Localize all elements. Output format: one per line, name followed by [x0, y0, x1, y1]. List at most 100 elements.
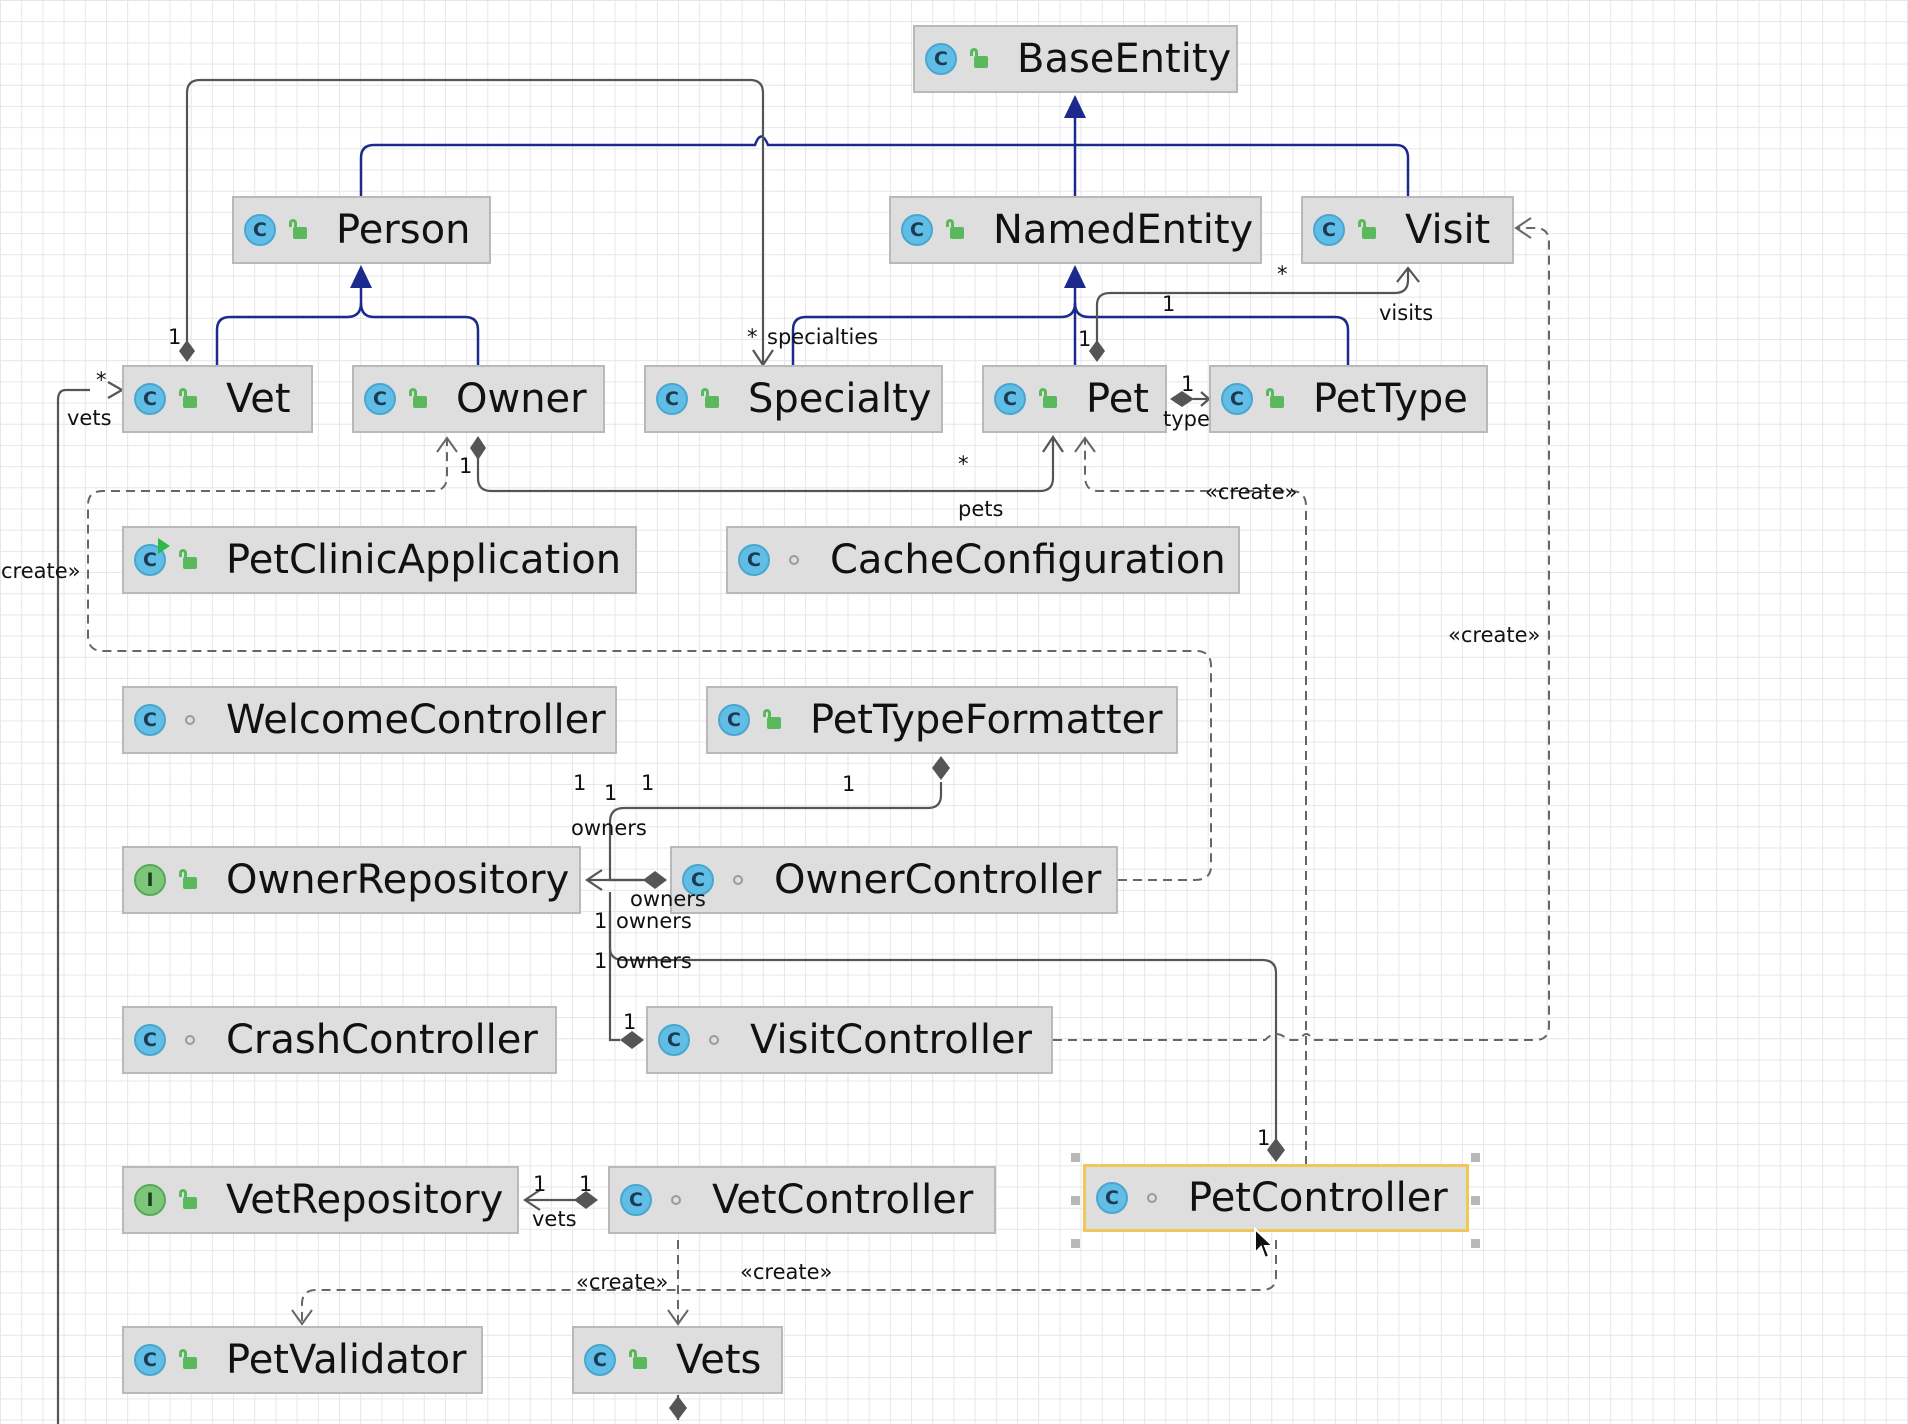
role-label: vets [67, 406, 112, 430]
class-node-pettype[interactable]: C PetType [1209, 365, 1488, 433]
resize-handle-ne[interactable] [1471, 1153, 1480, 1162]
role-label: owners [571, 816, 647, 840]
multiplicity-label: 1 [1078, 327, 1092, 351]
mouse-cursor-icon [1254, 1227, 1276, 1260]
class-badge-icon: C [134, 704, 166, 736]
public-lock-icon [178, 548, 202, 572]
node-name: OwnerController [774, 857, 1102, 903]
edge-vet-person [215, 272, 363, 365]
public-lock-icon [700, 387, 724, 411]
edge-owner-pet [476, 438, 1055, 493]
class-badge-icon: C [925, 43, 957, 75]
resize-handle-e[interactable] [1471, 1196, 1480, 1205]
node-name: WelcomeController [226, 697, 606, 743]
multiplicity-label: 1 [623, 1010, 637, 1034]
edge-vet-specialty [185, 78, 765, 365]
class-node-welcomecontroller[interactable]: C WelcomeController [122, 686, 617, 754]
multiplicity-label: 1 [604, 781, 618, 805]
interface-node-vetrepository[interactable]: I VetRepository [122, 1166, 519, 1234]
edge-pet-visit [1095, 270, 1410, 350]
stereotype-label: «create» [576, 1270, 669, 1294]
class-node-baseentity[interactable]: C BaseEntity [913, 25, 1238, 93]
public-lock-icon [178, 1188, 202, 1212]
node-name: CacheConfiguration [830, 537, 1226, 583]
class-badge-icon: C [1313, 214, 1345, 246]
class-badge-icon: C [244, 214, 276, 246]
multiplicity-label: 1 [594, 909, 608, 933]
node-name: Pet [1086, 376, 1149, 422]
node-name: NamedEntity [993, 207, 1254, 253]
package-private-icon [702, 1028, 726, 1052]
node-name: Vet [226, 376, 291, 422]
multiplicity-label: * [958, 452, 969, 476]
resize-handle-sw[interactable] [1071, 1239, 1080, 1248]
resize-handle-w[interactable] [1071, 1196, 1080, 1205]
edge-petcontroller-pet [1084, 438, 1307, 1165]
class-badge-icon: C [738, 544, 770, 576]
class-node-petvalidator[interactable]: C PetValidator [122, 1326, 483, 1394]
class-node-vets[interactable]: C Vets [572, 1326, 783, 1394]
class-node-owner[interactable]: C Owner [352, 365, 605, 433]
node-name: CrashController [226, 1017, 538, 1063]
public-lock-icon [1357, 218, 1381, 242]
class-node-petclinicapplication[interactable]: C PetClinicApplication [122, 526, 637, 594]
class-node-person[interactable]: C Person [232, 196, 491, 264]
role-label: owners [616, 909, 692, 933]
public-lock-icon [408, 387, 432, 411]
interface-node-ownerrepository[interactable]: I OwnerRepository [122, 846, 581, 914]
class-node-vet[interactable]: C Vet [122, 365, 313, 433]
composition-diamonds [179, 340, 1285, 1420]
class-badge-icon: C [620, 1184, 652, 1216]
multiplicity-label: 1 [168, 325, 182, 349]
class-badge-icon: C [994, 383, 1026, 415]
class-node-specialty[interactable]: C Specialty [644, 365, 943, 433]
package-private-icon [726, 868, 750, 892]
class-badge-icon: C [364, 383, 396, 415]
edge-ownercontroller-owner [87, 438, 1212, 881]
node-name: Specialty [748, 376, 932, 422]
multiplicity-label: * [96, 368, 107, 392]
class-node-crashcontroller[interactable]: C CrashController [122, 1006, 557, 1074]
dependency-heads [291, 217, 1532, 1326]
public-lock-icon [178, 387, 202, 411]
class-badge-icon: C [658, 1024, 690, 1056]
class-node-cacheconfiguration[interactable]: C CacheConfiguration [726, 526, 1240, 594]
multiplicity-label: * [747, 325, 758, 349]
class-node-visit[interactable]: C Visit [1301, 196, 1514, 264]
node-name: VetController [712, 1177, 974, 1223]
node-name: Vets [676, 1337, 762, 1383]
multiplicity-label: 1 [1181, 372, 1195, 396]
node-name: PetTypeFormatter [810, 697, 1163, 743]
node-name: PetType [1313, 376, 1468, 422]
class-node-vetcontroller[interactable]: C VetController [608, 1166, 996, 1234]
class-badge-icon: C [682, 864, 714, 896]
class-node-petcontroller[interactable]: C PetController [1083, 1164, 1469, 1232]
multiplicity-label: 1 [573, 771, 587, 795]
edge-petcontroller-petvalidator [301, 1240, 1277, 1322]
class-node-pet[interactable]: C Pet [982, 365, 1167, 433]
multiplicity-label: 1 [842, 772, 856, 796]
interface-badge-icon: I [134, 864, 166, 896]
multiplicity-label: 1 [641, 771, 655, 795]
node-name: OwnerRepository [226, 857, 570, 903]
edge-person-baseentity [359, 135, 1410, 196]
node-name: VetRepository [226, 1177, 504, 1223]
public-lock-icon [1038, 387, 1062, 411]
resize-handle-se[interactable] [1471, 1239, 1480, 1248]
class-badge-icon: C [1221, 383, 1253, 415]
inheritance-heads [350, 95, 1086, 288]
edge-petcontroller-ownerrepo [608, 912, 1278, 1145]
class-node-ownercontroller[interactable]: C OwnerController [670, 846, 1118, 914]
class-node-visitcontroller[interactable]: C VisitController [646, 1006, 1053, 1074]
public-lock-icon [969, 47, 993, 71]
class-badge-icon: C [134, 1344, 166, 1376]
class-node-namedentity[interactable]: C NamedEntity [889, 196, 1262, 264]
node-name: Visit [1405, 207, 1491, 253]
multiplicity-label: 1 [1257, 1126, 1271, 1150]
class-badge-icon: C [584, 1344, 616, 1376]
class-node-pettypeformatter[interactable]: C PetTypeFormatter [706, 686, 1178, 754]
node-name: PetController [1188, 1175, 1448, 1221]
resize-handle-nw[interactable] [1071, 1153, 1080, 1162]
